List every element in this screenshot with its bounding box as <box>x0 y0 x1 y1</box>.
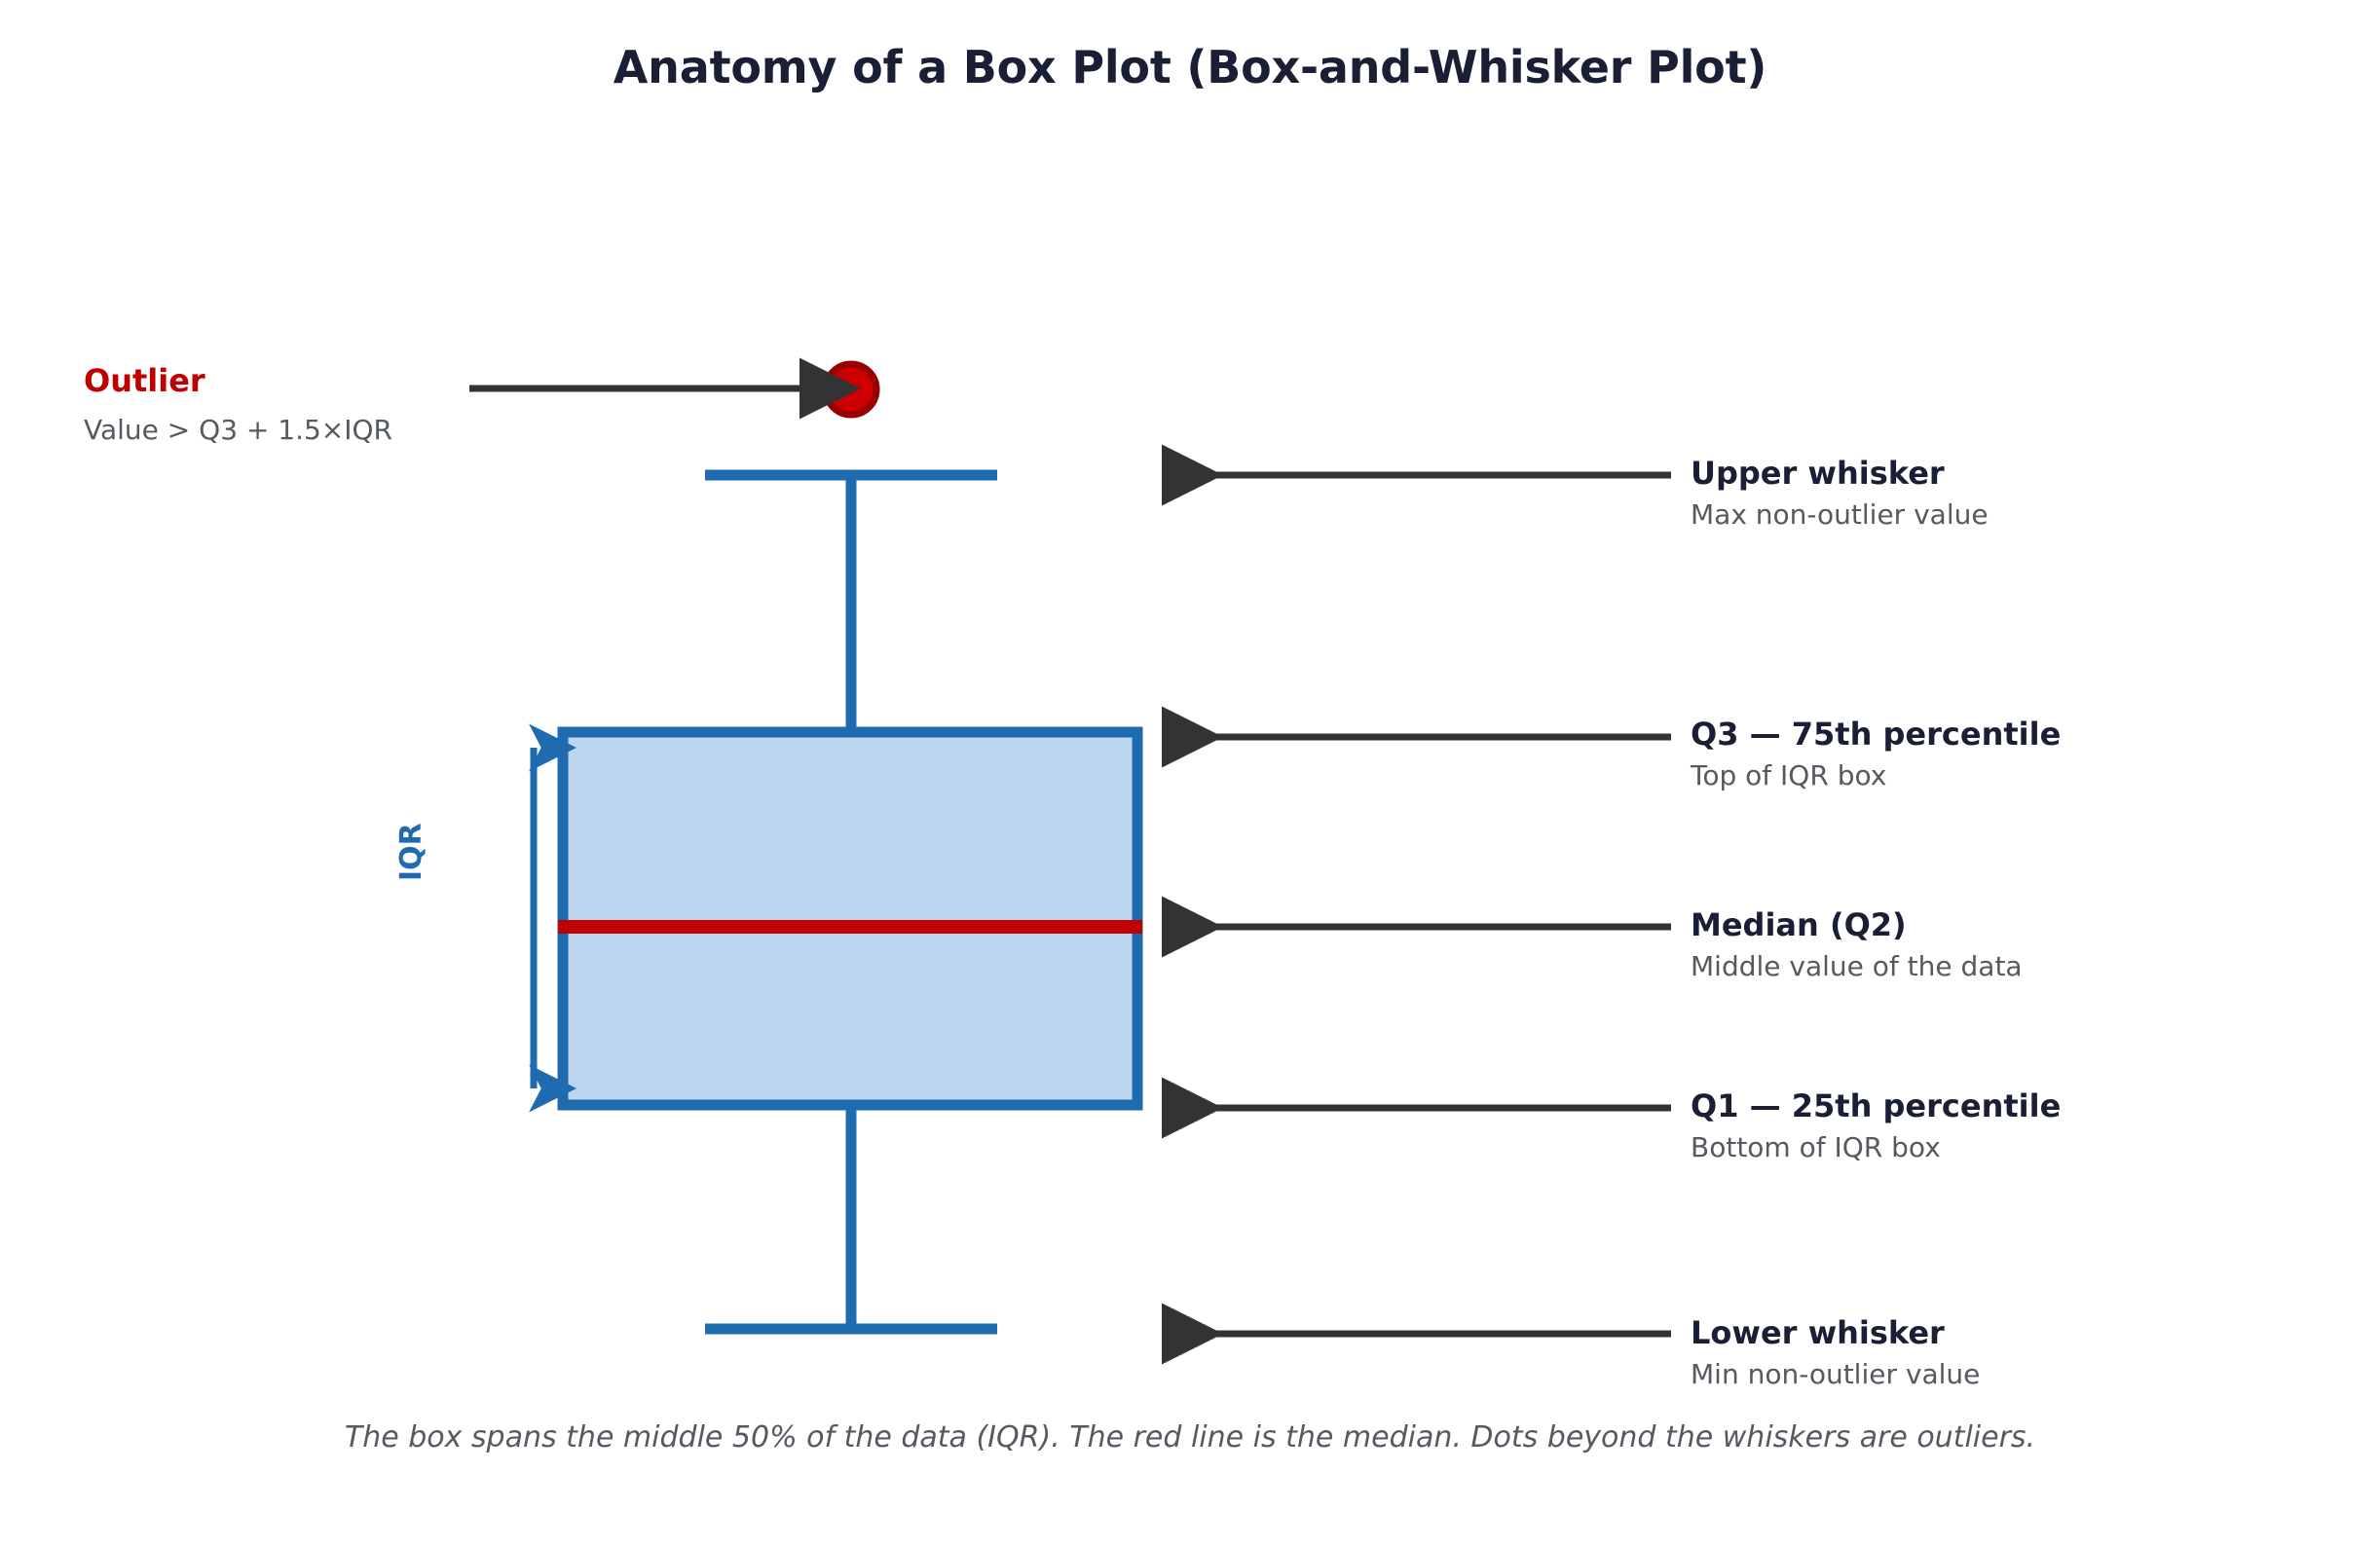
upper-whisker-label-title: Upper whisker <box>1691 455 1945 492</box>
outlier-label-sub: Value > Q3 + 1.5×IQR <box>84 414 393 446</box>
outlier-label-title: Outlier <box>84 362 205 399</box>
footnote-text: The box spans the middle 50% of the data… <box>344 1420 2036 1454</box>
upper-whisker-label-sub: Max non-outlier value <box>1691 498 1989 531</box>
lower-whisker-label-sub: Min non-outlier value <box>1691 1358 1981 1390</box>
q3-label-title: Q3 — 75th percentile <box>1691 716 2062 753</box>
q1-label-sub: Bottom of IQR box <box>1691 1131 1941 1163</box>
median-label-sub: Middle value of the data <box>1691 950 2023 982</box>
page-title: Anatomy of a Box Plot (Box-and-Whisker P… <box>613 41 1767 93</box>
q1-label-title: Q1 — 25th percentile <box>1691 1087 2062 1124</box>
median-label-title: Median (Q2) <box>1691 906 1907 943</box>
iqr-box <box>557 726 1143 1111</box>
q3-label-sub: Top of IQR box <box>1691 759 1887 791</box>
outlier-point <box>822 360 880 419</box>
iqr-axis-label: IQR <box>394 823 428 881</box>
lower-whisker-label-title: Lower whisker <box>1691 1314 1945 1351</box>
